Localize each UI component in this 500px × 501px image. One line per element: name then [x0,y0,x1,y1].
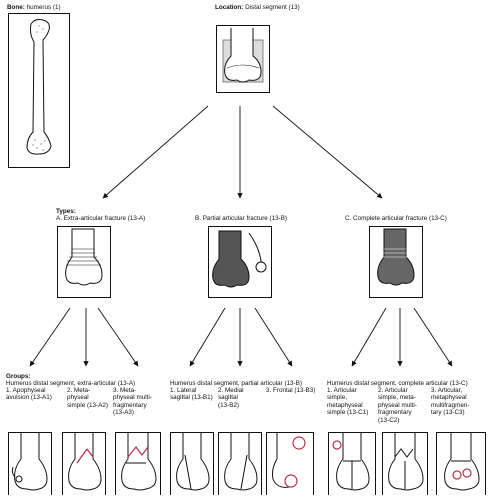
group-b3-drawing [272,433,306,488]
arrow-to-group-b1 [189,307,226,367]
group-b1-line: sagittal (13-B1) [170,394,213,402]
arrow-to-group-a3 [97,307,139,367]
group-b3-label: 3. Frontal (13-B3) [266,387,315,394]
group-c2-line: 2. Articular [378,387,408,394]
group-a2-drawing [68,433,102,491]
group-a3-line: physeal multi- [113,394,152,402]
group-a3-illustration-box [115,432,161,495]
group-b2-line: sagittal [218,394,238,402]
group-c2-line: physeal multi- [378,401,417,409]
group-b2-illustration-box [218,432,262,495]
bone-heading: Bone: humerus (1) [7,4,61,11]
location-value: Distal segment (13) [245,4,300,11]
group-a3-line: (13-A3) [113,409,134,417]
location-label: Location: [215,4,244,11]
group-a3-line: fragmentary [113,401,147,409]
type-c-drawing [377,228,415,286]
group-c1-label: 1. Articular simple, metaphyseal simple … [327,387,368,417]
group-c3-line: 3. Articular, [431,387,463,394]
group-a-title: Humerus distal segment, extra-articular … [6,380,136,387]
group-b2-line: 2. Medial [218,387,244,394]
group-b2-drawing [224,433,258,491]
group-a1-illustration-box [8,432,52,495]
type-c-label: C. Complete articular fracture (13-C) [345,215,447,222]
group-c2-line: fragmentary [378,409,412,417]
group-a1-line: avulsion (13-A1) [6,394,52,402]
group-c1-line: simple (13-C1) [327,409,369,417]
group-c2-line: (13-C2) [378,416,400,424]
group-c1-line: metaphyseal [327,401,363,409]
arrow-to-group-b3 [254,307,293,367]
group-c3-line: tary (13-C3) [431,409,465,417]
group-b1-illustration-box [170,432,214,495]
group-b1-line: 1. Lateral [170,387,197,394]
group-c1-line: 1. Articular [327,387,357,394]
group-c1-line: simple, [327,394,347,402]
group-b3-illustration-box [266,432,314,495]
group-c3-line: multifragmen- [431,401,470,409]
group-c-title: Humerus distal segment, complete articul… [327,380,468,387]
type-b-drawing [212,230,267,288]
group-a2-line: physeal [67,394,89,402]
group-c3-line: metaphyseal [431,394,467,402]
arrow-to-type-c [272,105,383,199]
group-c1-drawing [332,433,370,491]
groups-label: Groups: [6,373,31,380]
type-b-label: B. Partial articular fracture (13-B) [195,215,288,222]
type-c-illustration-box [369,226,423,298]
group-a3-label: 3. Meta- physeal multi- fragmentary (13-… [113,387,152,417]
humerus-bone-drawing [26,19,52,155]
types-label: Types: [56,208,76,215]
group-a3-line: 3. Meta- [113,387,137,394]
group-c3-illustration-box [436,432,486,495]
bone-label: Bone: [7,4,25,11]
type-a-illustration-box [57,226,111,298]
group-b-title: Humerus distal segment, partial articula… [170,380,302,387]
group-b1-drawing [176,433,210,491]
distal-segment-illustration-box [216,25,270,93]
group-a2-illustration-box [62,432,106,495]
group-b3-line: 3. Frontal (13-B3) [266,387,316,394]
group-a2-line: 2. Meta- [67,387,91,394]
group-a1-label: 1. Apophyseal avulsion (13-A1) [6,387,52,402]
group-a3-drawing [121,433,157,491]
group-c2-line: simple, meta- [378,394,416,402]
group-a2-label: 2. Meta- physeal simple (13-A2) [67,387,108,409]
arrow-to-group-c3 [413,307,453,367]
type-b-illustration-box [208,226,272,298]
group-c2-illustration-box [382,432,428,495]
group-c2-drawing [388,433,424,491]
type-a-label: A. Extra-articular fracture (13-A) [56,215,146,222]
group-b2-label: 2. Medial sagittal (13-B2) [218,387,244,409]
group-c1-illustration-box [328,432,376,495]
group-a2-line: simple (13-A2) [67,401,108,409]
bone-value: humerus (1) [26,4,61,11]
group-c3-label: 3. Articular, metaphyseal multifragmen- … [431,387,470,417]
group-a1-drawing [11,433,48,491]
location-heading: Location: Distal segment (13) [215,4,300,11]
group-b1-label: 1. Lateral sagittal (13-B1) [170,387,213,402]
humerus-illustration-box [8,13,70,168]
arrow-to-group-a1 [29,307,71,367]
arrow-to-group-c1 [351,307,387,367]
group-b2-line: (13-B2) [218,401,239,409]
group-c2-label: 2. Articular simple, meta- physeal multi… [378,387,417,424]
type-a-drawing [65,228,103,286]
group-a1-line: 1. Apophyseal [6,387,46,394]
distal-segment-drawing [222,28,264,83]
group-c3-drawing [444,433,480,491]
arrow-to-type-a [102,105,209,199]
